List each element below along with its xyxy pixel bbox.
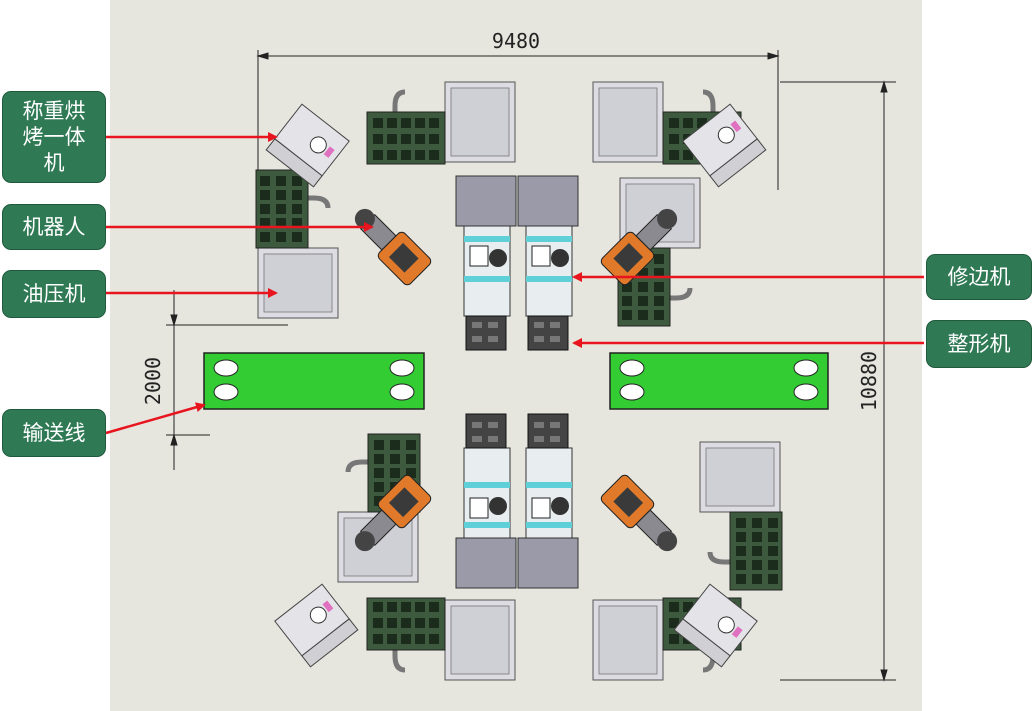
- label-robot: 机器人: [2, 204, 106, 250]
- label-weighing-oven-text: 称重烘烤一体机: [22, 99, 86, 175]
- label-shaping: 整形机: [926, 320, 1032, 368]
- conveyor-right: [609, 352, 829, 410]
- width-dimension: [256, 50, 780, 190]
- label-robot-text: 机器人: [22, 215, 86, 239]
- width-dimension-label: 9480: [492, 29, 540, 53]
- conveyor-left: [203, 352, 425, 410]
- height-dimension-label: 10880: [857, 351, 881, 411]
- gap-dimension: [166, 290, 288, 470]
- label-conveyor-text: 输送线: [22, 421, 86, 445]
- label-weighing-oven: 称重烘烤一体机: [2, 91, 106, 183]
- height-dimension: [780, 80, 896, 682]
- label-trimming: 修边机: [926, 254, 1032, 300]
- label-shaping-text: 整形机: [947, 332, 1011, 356]
- label-hydraulic-press: 油压机: [2, 270, 106, 318]
- label-conveyor: 输送线: [2, 409, 106, 457]
- label-hydraulic-press-text: 油压机: [22, 282, 86, 306]
- arrow-conveyor: [105, 402, 206, 435]
- label-trimming-text: 修边机: [947, 265, 1011, 289]
- callout-arrows: [105, 132, 924, 435]
- gap-dimension-label: 2000: [141, 357, 165, 405]
